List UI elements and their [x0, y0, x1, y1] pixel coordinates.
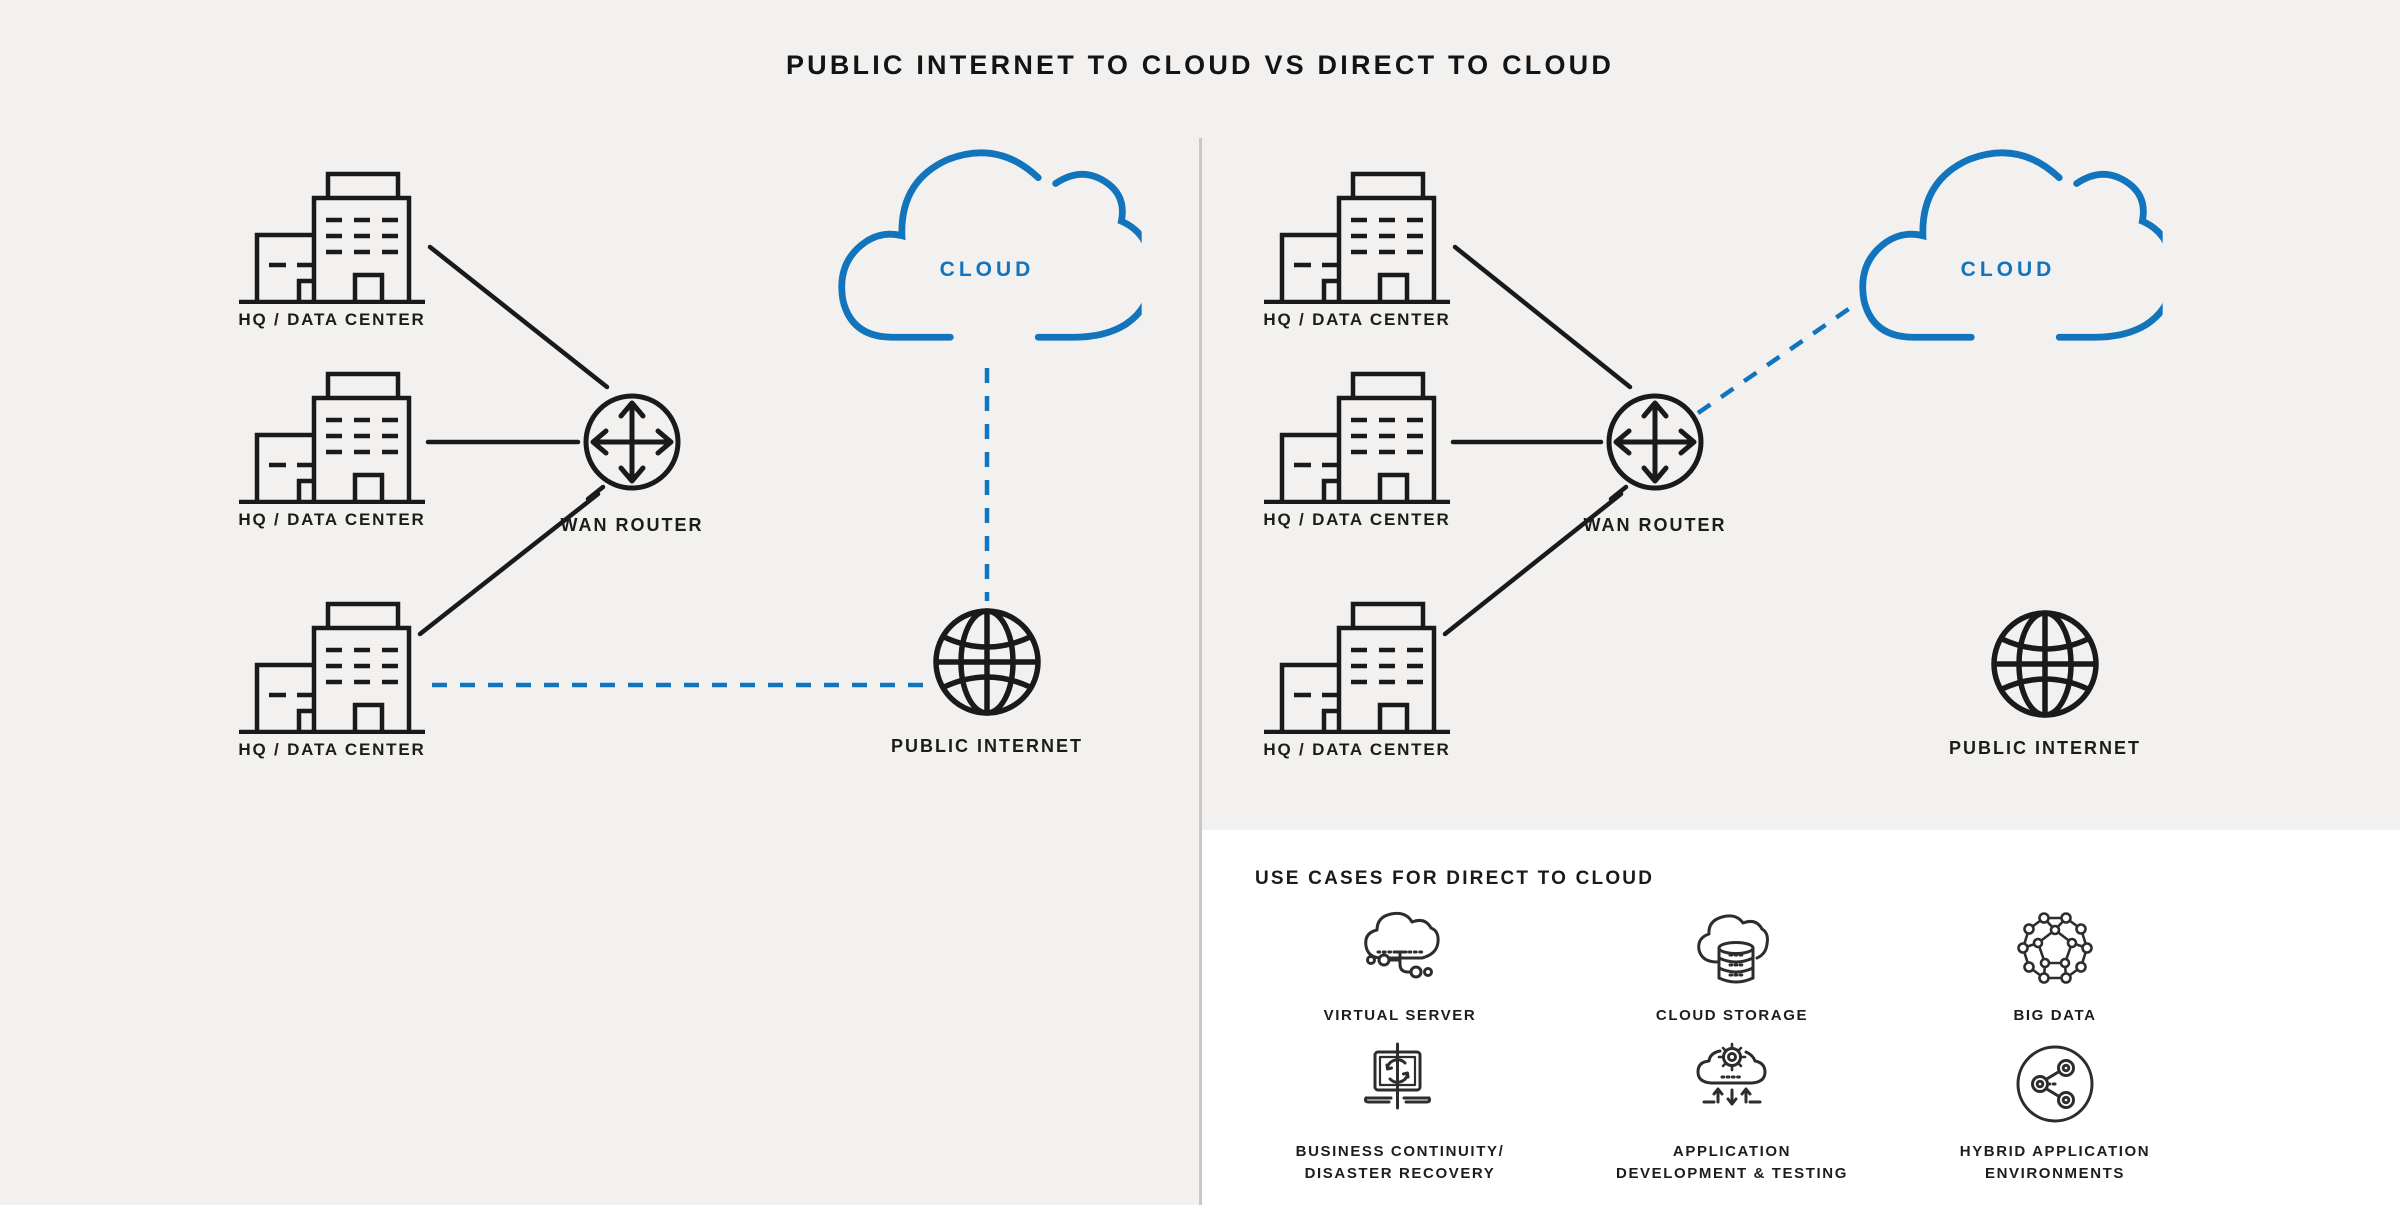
- right-hq-building-1: HQ / DATA CENTER: [1262, 168, 1452, 329]
- left-background: [0, 0, 1201, 1205]
- hq-datacenter-label: HQ / DATA CENTER: [238, 510, 426, 529]
- building-icon: [237, 168, 427, 304]
- use-case-label: VIRTUAL SERVER: [1323, 1007, 1477, 1024]
- left-wan-router: WAN ROUTER: [561, 387, 702, 535]
- virtual-server-icon: [1364, 911, 1440, 979]
- hq-datacenter-label: HQ / DATA CENTER: [1263, 310, 1451, 329]
- use-cases-heading: USE CASES FOR DIRECT TO CLOUD: [1255, 868, 1655, 889]
- public-internet-label: PUBLIC INTERNET: [1949, 738, 2141, 758]
- use-case-virtual-server: VIRTUAL SERVER: [1220, 906, 1580, 1027]
- wan-router-icon: [577, 387, 687, 497]
- left-public-internet: PUBLIC INTERNET: [891, 604, 1081, 756]
- use-case-cloud-storage: CLOUD STORAGE: [1552, 906, 1912, 1027]
- globe-icon: [1987, 606, 2103, 722]
- right-cloud: CLOUD: [1853, 140, 2163, 343]
- right-hq-building-3: HQ / DATA CENTER: [1262, 598, 1452, 759]
- building-icon: [237, 598, 427, 734]
- right-background: [1201, 0, 2400, 830]
- building-icon: [1262, 368, 1452, 504]
- hq-datacenter-label: HQ / DATA CENTER: [238, 740, 426, 759]
- use-case-label: CLOUD STORAGE: [1655, 1007, 1809, 1024]
- cloud-icon: [832, 140, 1142, 343]
- cloud-label: CLOUD: [939, 258, 1035, 281]
- business-continuity-icon: [1363, 1042, 1432, 1110]
- use-case-big-data: BIG DATA: [1875, 906, 2235, 1027]
- wan-router-label: WAN ROUTER: [560, 515, 704, 535]
- big-data-icon: [2017, 912, 2093, 984]
- right-wan-router: WAN ROUTER: [1584, 387, 1725, 535]
- wan-router-icon: [1600, 387, 1710, 497]
- cloud-icon: [1853, 140, 2163, 343]
- hq-datacenter-label: HQ / DATA CENTER: [1263, 740, 1451, 759]
- left-hq-building-2: HQ / DATA CENTER: [237, 368, 427, 529]
- building-icon: [237, 368, 427, 504]
- right-hq-building-2: HQ / DATA CENTER: [1262, 368, 1452, 529]
- public-internet-label: PUBLIC INTERNET: [891, 736, 1083, 756]
- hybrid-environments-icon: [2016, 1045, 2094, 1123]
- cloud-label: CLOUD: [1960, 258, 2056, 281]
- page-title: PUBLIC INTERNET TO CLOUD VS DIRECT TO CL…: [785, 50, 1615, 80]
- hq-datacenter-label: HQ / DATA CENTER: [238, 310, 426, 329]
- use-case-hybrid-environments: HYBRID APPLICATION ENVIRONMENTS: [1875, 1042, 2235, 1185]
- use-case-label: HYBRID APPLICATION ENVIRONMENTS: [1959, 1143, 2151, 1182]
- building-icon: [1262, 598, 1452, 734]
- center-divider: [1199, 138, 1202, 1205]
- left-hq-building-1: HQ / DATA CENTER: [237, 168, 427, 329]
- cloud-storage-icon: [1697, 914, 1769, 984]
- use-case-business-continuity: BUSINESS CONTINUITY/ DISASTER RECOVERY: [1220, 1042, 1580, 1185]
- right-public-internet: PUBLIC INTERNET: [1949, 606, 2139, 758]
- use-case-label: APPLICATION DEVELOPMENT & TESTING: [1616, 1143, 1848, 1182]
- use-case-label: BUSINESS CONTINUITY/ DISASTER RECOVERY: [1295, 1143, 1505, 1182]
- hq-datacenter-label: HQ / DATA CENTER: [1263, 510, 1451, 529]
- left-cloud: CLOUD: [832, 140, 1142, 343]
- left-hq-building-3: HQ / DATA CENTER: [237, 598, 427, 759]
- use-case-label: BIG DATA: [2013, 1007, 2097, 1024]
- globe-icon: [929, 604, 1045, 720]
- wan-router-label: WAN ROUTER: [1583, 515, 1727, 535]
- app-dev-testing-icon: [1696, 1042, 1767, 1106]
- building-icon: [1262, 168, 1452, 304]
- use-case-app-dev-testing: APPLICATION DEVELOPMENT & TESTING: [1552, 1042, 1912, 1185]
